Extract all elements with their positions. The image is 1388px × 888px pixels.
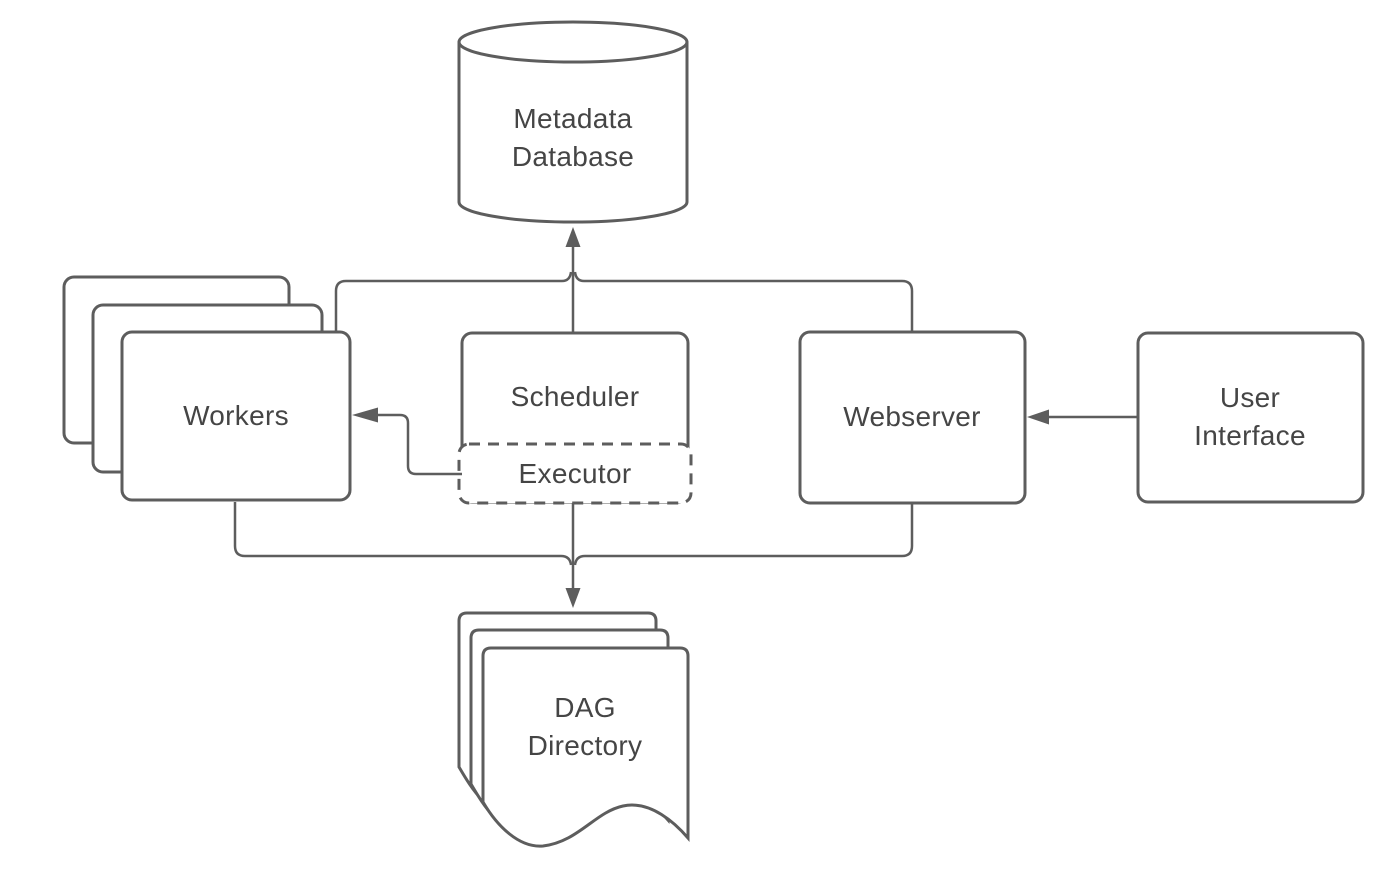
metadata-database-shape xyxy=(457,20,689,224)
webserver-shape xyxy=(798,330,1027,505)
arrowhead-down-dag-directory xyxy=(565,588,581,608)
arrowhead-left-workers xyxy=(352,407,378,423)
dag-directory-shape xyxy=(457,611,690,848)
cylinder-body xyxy=(457,42,689,224)
workers-front-card xyxy=(120,330,352,502)
edge-webserver-to-dag-directory xyxy=(573,503,914,566)
edge-workers-to-dag-directory xyxy=(233,502,573,566)
edge-executor-to-workers xyxy=(377,413,462,476)
workers-stack-shape xyxy=(62,275,352,502)
edge-workers-to-metadata-db xyxy=(334,271,573,332)
edge-webserver-to-metadata-db xyxy=(573,271,914,332)
user-interface-shape xyxy=(1136,331,1365,504)
cylinder-top xyxy=(457,20,689,64)
arrowhead-up-metadata-db xyxy=(565,227,581,247)
dag-front-document xyxy=(481,646,690,848)
arrowhead-left-webserver xyxy=(1027,409,1049,425)
executor-shape xyxy=(457,442,693,505)
